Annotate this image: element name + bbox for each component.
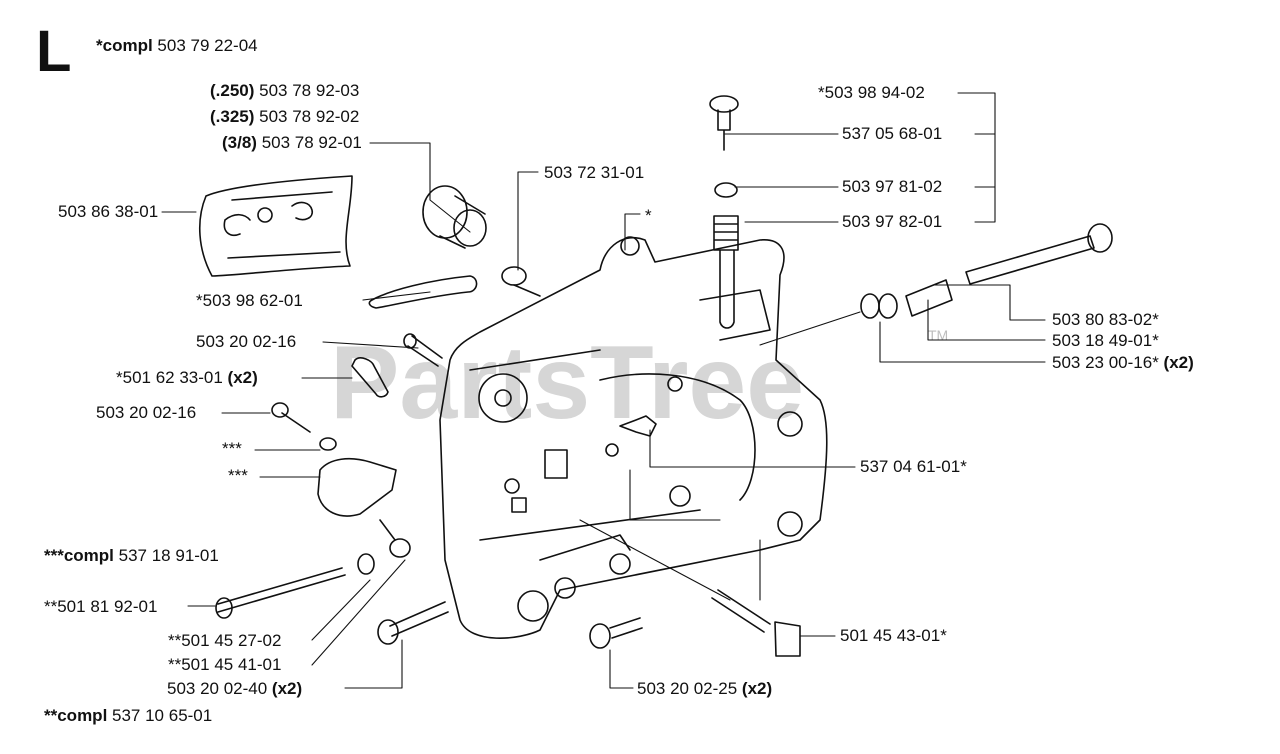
label-bolt-43: 501 45 43-01*	[840, 626, 947, 645]
label-compl-double: **compl 537 10 65-01	[44, 706, 213, 725]
label-guide-plate: 503 86 38-01	[58, 202, 159, 221]
label-screw-40: 503 20 02-40 (x2)	[167, 679, 303, 698]
label-screw-1: 503 20 02-16	[196, 332, 297, 351]
adjuster-parts	[709, 95, 1113, 329]
label-compl-triple: ***compl 537 18 91-01	[44, 546, 219, 565]
label-sleeve: *501 62 33-01 (x2)	[116, 368, 258, 387]
label-star: *	[645, 206, 652, 225]
watermark-tm: TM	[928, 327, 948, 343]
label-compl-top: *compl 503 79 22-04	[96, 36, 258, 55]
label-triple-1: ***	[222, 439, 242, 458]
label-pin: 503 72 31-01	[544, 163, 645, 182]
strip	[368, 275, 478, 309]
label-shaft: 503 80 83-02*	[1052, 310, 1159, 329]
label-washer-81: 503 97 81-02	[842, 177, 943, 196]
label-part-38: (3/8) 503 78 92-01	[222, 133, 362, 152]
leader-lines	[161, 92, 1046, 689]
label-part-325: (.325) 503 78 92-02	[210, 107, 360, 126]
label-bolt-long: **501 81 92-01	[44, 597, 158, 616]
label-spring-49: 503 18 49-01*	[1052, 331, 1159, 350]
label-screw-2: 503 20 02-16	[96, 403, 197, 422]
label-washer-16: 503 23 00-16* (x2)	[1052, 353, 1194, 372]
label-strip: *503 98 62-01	[196, 291, 303, 310]
label-triple-2: ***	[228, 466, 248, 485]
label-part-250: (.250) 503 78 92-03	[210, 81, 360, 100]
screws-left	[215, 333, 801, 657]
guide-plate	[198, 175, 353, 277]
oil-nipple	[619, 415, 657, 437]
pin	[501, 266, 541, 297]
label-part-4101: **501 45 41-01	[168, 655, 282, 674]
section-letter: L	[36, 19, 72, 84]
watermark-text: PartsTree	[330, 325, 804, 441]
label-screw-68: 537 05 68-01	[842, 124, 943, 143]
bar-nut	[422, 185, 487, 249]
label-part-2702: **501 45 27-02	[168, 631, 282, 650]
label-nipple: 537 04 61-01*	[860, 457, 967, 476]
housing	[439, 236, 828, 639]
label-screw-25: 503 20 02-25 (x2)	[637, 679, 773, 698]
label-spring-82: 503 97 82-01	[842, 212, 943, 231]
label-kit-94: *503 98 94-02	[818, 83, 925, 102]
